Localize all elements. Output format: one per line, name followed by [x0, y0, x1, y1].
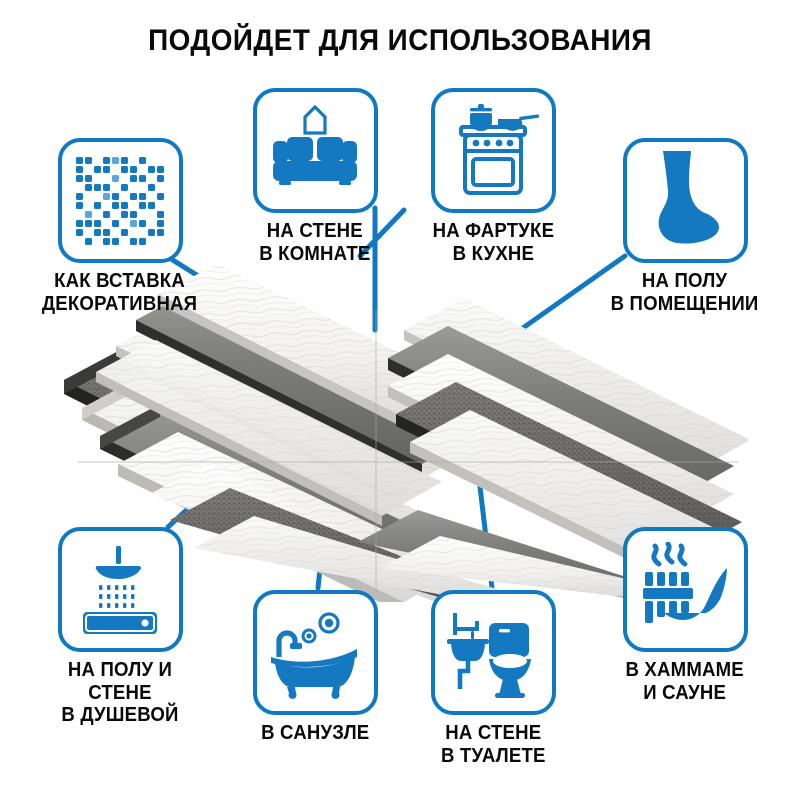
feature-label: НА ПОЛУ И СТЕНЕ В ДУШЕВОЙ — [61, 659, 179, 727]
shower-head-icon — [83, 545, 157, 634]
sofa-picture-icon — [273, 104, 357, 185]
sofa-picture-icon-box[interactable] — [252, 88, 378, 213]
sink-toilet-icon — [447, 612, 531, 698]
feature-toilet-wall[interactable]: НА СТЕНЕ В ТУАЛЕТЕ — [400, 590, 586, 767]
bare-foot-icon-box[interactable] — [622, 138, 748, 263]
feature-label: В САНУЗЛЕ — [260, 722, 370, 744]
feature-label: НА ФАРТУКЕ В КУХНЕ — [432, 220, 554, 265]
feature-label: В ХАММАМЕ И САУНЕ — [625, 659, 745, 704]
feature-decorative-insert[interactable]: КАК ВСТАВКА ДЕКОРАТИВНАЯ — [27, 138, 213, 315]
bathtub-icon-box[interactable] — [252, 590, 378, 715]
feature-shower[interactable]: НА ПОЛУ И СТЕНЕ В ДУШЕВОЙ — [27, 527, 213, 727]
mosaic-pixels-icon-box[interactable] — [57, 138, 183, 263]
bare-foot-icon — [658, 150, 720, 244]
stove-pot-pan-icon — [459, 103, 540, 195]
feature-bathroom[interactable]: В САНУЗЛЕ — [222, 590, 408, 745]
sauna-heater-ladle-icon-box[interactable] — [622, 527, 748, 652]
mosaic-pixels-icon — [76, 156, 164, 245]
feature-label: НА СТЕНЕ В ТУАЛЕТЕ — [440, 722, 546, 767]
feature-label: НА ПОЛУ В ПОМЕЩЕНИИ — [611, 270, 759, 315]
feature-label: КАК ВСТАВКА ДЕКОРАТИВНАЯ — [42, 270, 198, 315]
feature-wall-in-room[interactable]: НА СТЕНЕ В КОМНАТЕ — [222, 88, 408, 265]
sauna-heater-ladle-icon — [643, 541, 727, 623]
feature-indoor-floor[interactable]: НА ПОЛУ В ПОМЕЩЕНИИ — [592, 138, 778, 315]
feature-kitchen-backsplash[interactable]: НА ФАРТУКЕ В КУХНЕ — [400, 88, 586, 265]
bathtub-icon — [271, 611, 357, 699]
page-title: ПОДОЙДЕТ ДЛЯ ИСПОЛЬЗОВАНИЯ — [148, 24, 652, 57]
feature-label: НА СТЕНЕ В КОМНАТЕ — [259, 220, 371, 265]
stove-pot-pan-icon-box[interactable] — [430, 88, 556, 213]
sink-toilet-icon-box[interactable] — [430, 590, 556, 715]
shower-head-icon-box[interactable] — [57, 527, 183, 652]
feature-hammam-sauna[interactable]: В ХАММАМЕ И САУНЕ — [592, 527, 778, 704]
